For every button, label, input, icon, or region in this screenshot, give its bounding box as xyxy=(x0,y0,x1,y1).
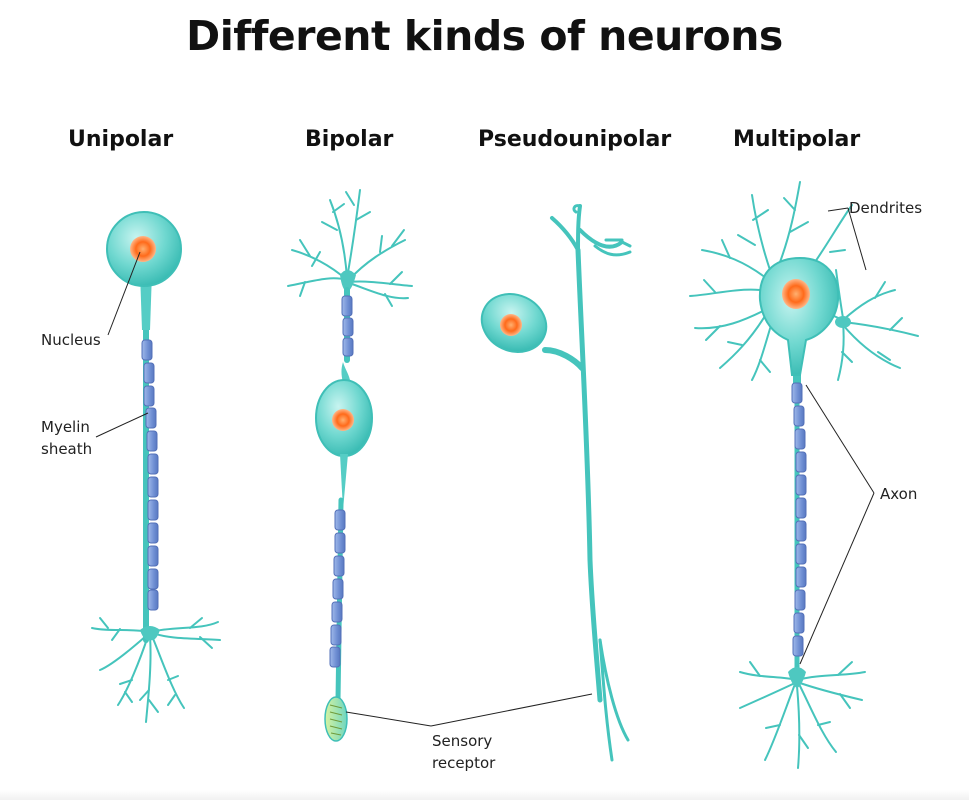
label-multipolar: Multipolar xyxy=(733,127,861,152)
callout-sensory-line2: receptor xyxy=(432,754,496,772)
callout-myelin-sheath: Myelin sheath xyxy=(41,416,92,460)
axon-leader-1 xyxy=(805,384,875,494)
callout-axon: Axon xyxy=(880,485,918,503)
label-pseudounipolar: Pseudounipolar xyxy=(478,127,672,152)
sensory-receptor-shape xyxy=(324,696,348,742)
myelin-leader xyxy=(95,412,149,438)
multipolar-myelin-sheath xyxy=(791,382,807,657)
callout-dendrites: Dendrites xyxy=(849,199,923,217)
callout-myelin-line2: sheath xyxy=(41,440,93,458)
multipolar-neuron xyxy=(689,181,919,769)
nucleus-leader xyxy=(107,251,141,336)
axon-leader-2 xyxy=(799,492,875,665)
bipolar-myelin-sheath xyxy=(329,295,354,668)
unipolar-neuron xyxy=(91,211,221,723)
sensory-leader-2 xyxy=(430,693,593,727)
dendrites-leader-2 xyxy=(847,207,867,271)
bipolar-neuron xyxy=(287,189,413,703)
dendrites-leader-1 xyxy=(827,207,849,212)
leader-lines xyxy=(95,207,875,727)
callout-nucleus: Nucleus xyxy=(41,331,101,349)
sensory-leader-1 xyxy=(345,711,432,727)
label-unipolar: Unipolar xyxy=(68,127,174,152)
callout-sensory-receptor: Sensory receptor xyxy=(432,730,495,774)
pseudounipolar-neuron xyxy=(480,204,632,762)
unipolar-myelin-sheath xyxy=(141,339,159,611)
label-bipolar: Bipolar xyxy=(305,127,394,152)
unipolar-axon-terminals xyxy=(91,617,221,723)
callout-myelin-line1: Myelin xyxy=(41,418,90,436)
floor-shadow xyxy=(0,790,969,800)
bipolar-dendrites xyxy=(287,189,413,307)
callout-sensory-line1: Sensory xyxy=(432,732,493,750)
page-title: Different kinds of neurons xyxy=(186,12,783,60)
